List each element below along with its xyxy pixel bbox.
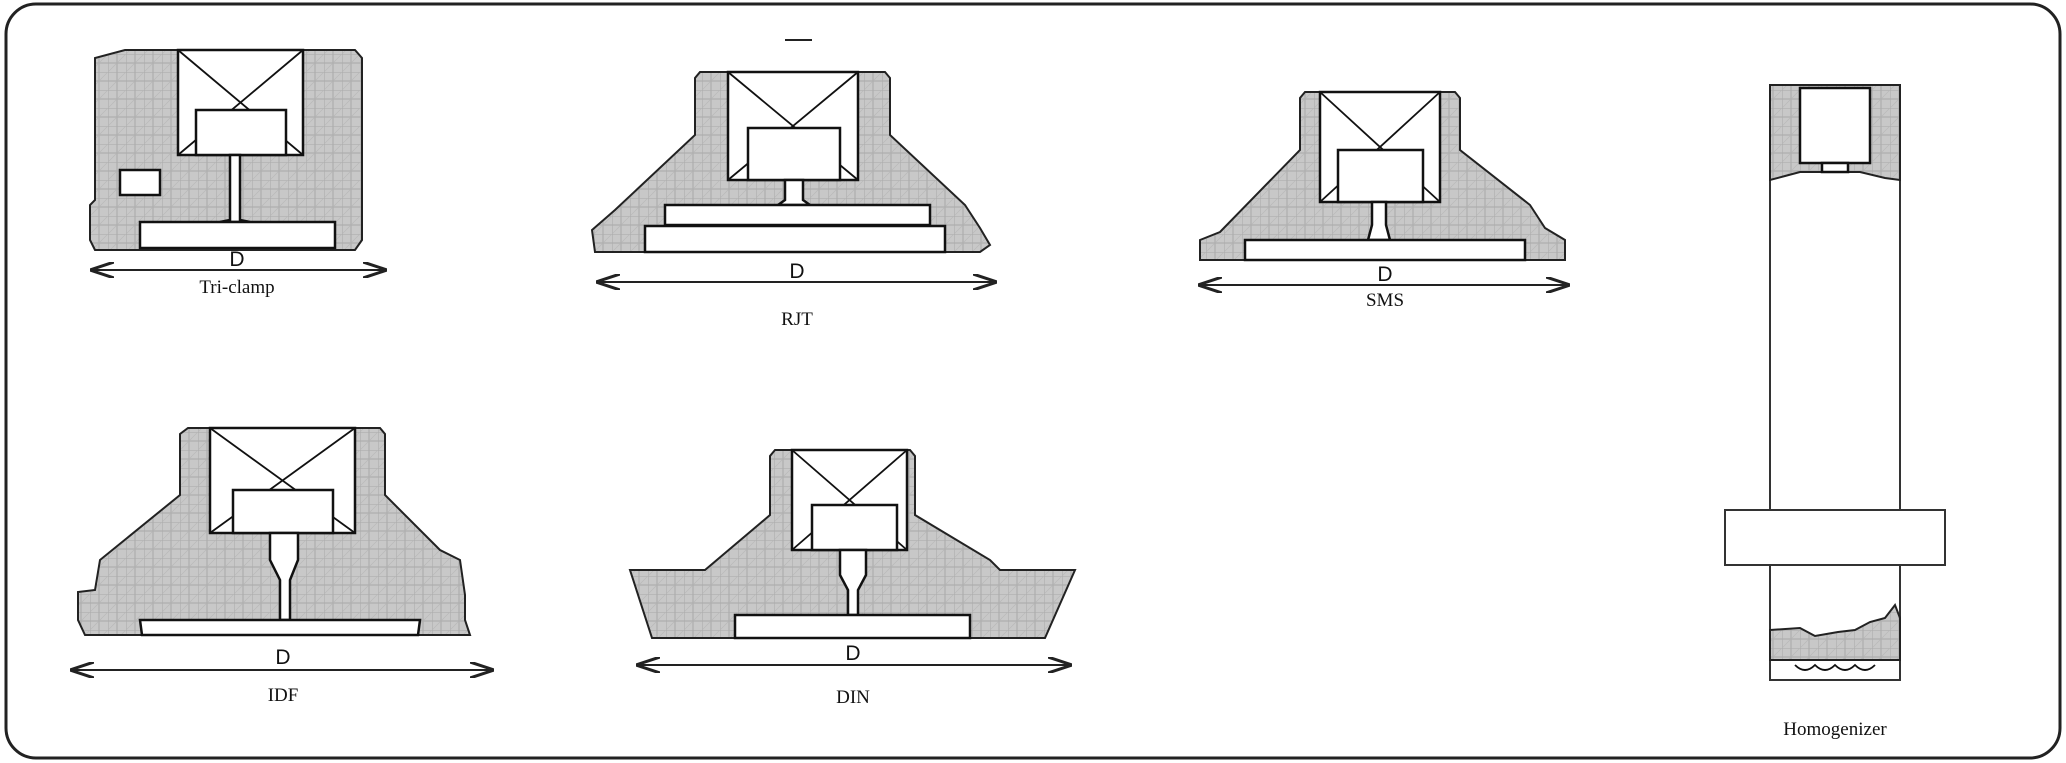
triclamp-bore-step xyxy=(194,108,288,157)
triclamp-dim-label: D xyxy=(229,248,244,271)
triclamp-sensor-box xyxy=(118,168,162,197)
triclamp-face xyxy=(138,220,337,250)
rjt-face xyxy=(643,224,947,254)
sms-bore-step xyxy=(1336,148,1425,204)
rjt-groove xyxy=(663,203,932,227)
rjt-dim-label: D xyxy=(789,260,804,283)
diagram-frame xyxy=(4,2,2062,760)
sms-fitting: D SMS xyxy=(1200,90,1568,311)
idf-bore-step xyxy=(231,488,335,535)
triclamp-caption: Tri-clamp xyxy=(199,277,274,298)
homogenizer-bottom-rotor xyxy=(1769,602,1901,661)
sms-face xyxy=(1243,238,1527,262)
triclamp-fitting: D Tri-clamp xyxy=(89,48,385,298)
sms-dim-label: D xyxy=(1377,263,1392,286)
din-dim-label: D xyxy=(845,642,860,665)
homogenizer-top-stem xyxy=(1820,161,1850,174)
sms-stem xyxy=(1366,200,1392,242)
rjt-fitting: D RJT xyxy=(590,39,995,330)
rjt-caption: RJT xyxy=(781,309,813,330)
idf-fitting: D IDF xyxy=(72,426,492,706)
homogenizer-fitting: Homogenizer xyxy=(1724,84,1946,740)
homogenizer-clamp-ring xyxy=(1724,509,1946,566)
idf-caption: IDF xyxy=(268,685,299,706)
din-caption: DIN xyxy=(836,687,870,708)
din-fitting: D DIN xyxy=(628,448,1077,708)
rjt-bore-step xyxy=(746,126,842,182)
homogenizer-top-bore xyxy=(1798,86,1872,165)
homogenizer-blade-waves xyxy=(1794,663,1876,671)
sms-caption: SMS xyxy=(1366,290,1404,311)
din-bore-step xyxy=(810,503,899,552)
din-face xyxy=(733,613,972,640)
idf-dim-label: D xyxy=(275,646,290,669)
idf-face xyxy=(138,618,422,637)
homogenizer-caption: Homogenizer xyxy=(1783,719,1887,740)
